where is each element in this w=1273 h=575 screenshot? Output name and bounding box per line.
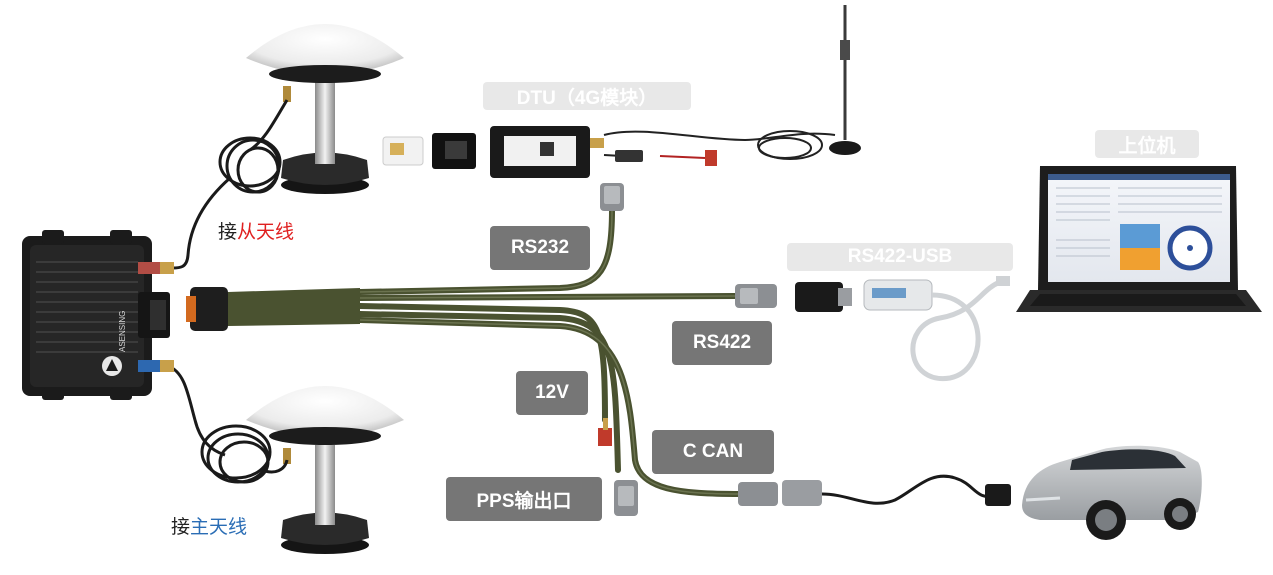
gnss-antenna-aux <box>246 24 404 194</box>
db9-connector-rs232 <box>600 183 624 211</box>
db9-connector-pps <box>614 480 638 516</box>
label-main-antenna: 主天线 <box>190 516 247 538</box>
label-connect-prefix: 接 <box>171 516 190 538</box>
rs422-usb-converter <box>795 280 932 312</box>
label-12v: 12V <box>516 371 588 415</box>
label-rs422-usb: RS422-USB <box>787 243 1013 271</box>
label-connect-aux-antenna: 接从天线 <box>218 217 294 244</box>
obd-plug <box>985 484 1011 506</box>
sim-tray <box>432 133 476 169</box>
sma-port-aux <box>138 262 174 274</box>
gnss-antenna-main <box>246 386 404 554</box>
label-aux-antenna: 从天线 <box>237 221 294 243</box>
sim-card <box>383 137 423 165</box>
power-terminal <box>705 150 717 166</box>
usb-plug <box>996 276 1010 286</box>
power-plug-12v <box>598 418 612 446</box>
label-rs232: RS232 <box>490 226 590 270</box>
label-dtu-4g-module: DTU（4G模块） <box>483 82 691 110</box>
obd-cable <box>822 476 995 503</box>
label-pps-output: PPS输出口 <box>446 477 602 521</box>
label-c-can: C CAN <box>652 430 774 474</box>
dtu-module <box>490 126 604 178</box>
4g-antenna <box>758 5 861 159</box>
label-connect-main-antenna: 接主天线 <box>171 512 247 539</box>
label-connect-prefix: 接 <box>218 221 237 243</box>
db9-connector-rs422 <box>735 284 777 308</box>
sma-port-main <box>138 360 174 372</box>
device-brand-text: ASENSING <box>118 311 127 352</box>
label-rs422: RS422 <box>672 321 772 365</box>
vehicle <box>1022 446 1202 540</box>
dc-jack <box>615 150 643 162</box>
ins-device <box>22 230 170 400</box>
label-host-computer: 上位机 <box>1095 130 1199 158</box>
db9-connector-can <box>738 480 822 506</box>
laptop <box>1016 166 1262 312</box>
